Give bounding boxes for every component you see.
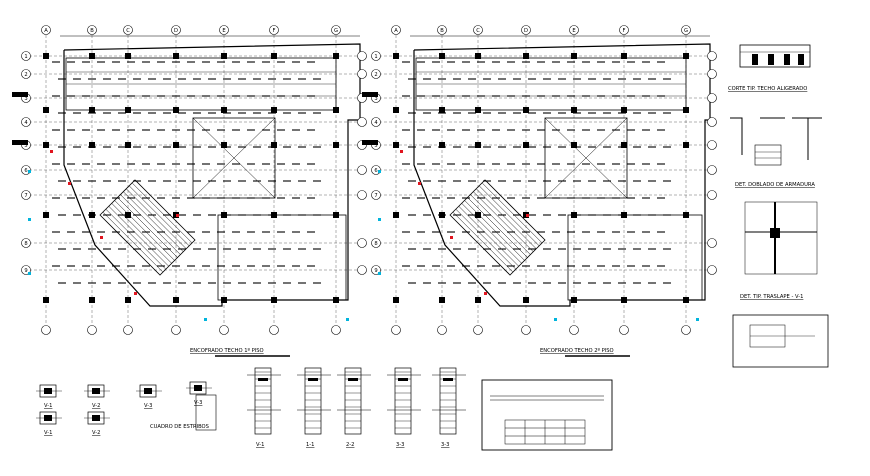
- grid-bubble-left-top-0: [41, 25, 51, 35]
- grid-bubble-right-top-0: [391, 25, 401, 35]
- grid-label-right-side-2: 3: [374, 96, 377, 102]
- grid-bubble-left-top-1: [87, 25, 97, 35]
- grid-label-left-top-0: A: [44, 28, 48, 34]
- grid-label-left-side-1: 2: [24, 72, 27, 78]
- stirrups-caption: CUADRO DE ESTRIBOS: [150, 424, 209, 430]
- grid-label-right-side-7: 8: [374, 241, 377, 247]
- grid-label-left-side-7: 8: [24, 241, 27, 247]
- grid-label-left-top-6: G: [334, 28, 338, 34]
- column-elevations: V-1 1-1 2-2 3-3 3-3: [247, 367, 466, 448]
- grid-bubble-left-side-7: [21, 238, 31, 248]
- detail-rebar-caption: DET. DOBLADO DE ARMADURA: [735, 182, 815, 188]
- void-x-left: [192, 117, 276, 199]
- grid-label-right-side-6: 7: [374, 193, 377, 199]
- grid-bubble-left-top-4: [219, 25, 229, 35]
- grid-label-right-side-5: 6: [374, 168, 377, 174]
- grid-label-right-side-4: 5: [374, 143, 377, 149]
- schedule-table: [481, 379, 613, 451]
- section-label-2: V-3: [144, 403, 152, 409]
- grid-bubble-right-side-7: [371, 238, 381, 248]
- void-x-right: [544, 117, 628, 199]
- grid-bubble-left-top-2: [123, 25, 133, 35]
- grid-bubble-right-side-6: [371, 190, 381, 200]
- plan-left-caption: ENCOFRADO TECHO 1º PISO: [190, 348, 264, 354]
- grid-bubble-right-top-5: [619, 25, 629, 35]
- plan-right-caption: ENCOFRADO TECHO 2º PISO: [540, 348, 614, 354]
- section-label-0: V-1: [44, 403, 52, 409]
- grid-label-left-top-3: D: [174, 28, 178, 34]
- detail-rebar-bending: DET. DOBLADO DE ARMADURA: [730, 117, 822, 188]
- grid-label-left-side-4: 5: [24, 143, 27, 149]
- section-label-5: V-3: [194, 400, 202, 406]
- grid-label-right-top-0: A: [394, 28, 398, 34]
- stair-left: [99, 179, 196, 276]
- grid-label-left-side-8: 9: [24, 268, 27, 274]
- detail-typical-slab: CORTE TIP. TECHO ALIGERADO: [728, 44, 811, 92]
- grid-bubble-right-top-3: [521, 25, 531, 35]
- grid-label-right-top-2: C: [476, 28, 480, 34]
- elevation-label-3: 3-3: [396, 442, 404, 448]
- grid-bubble-right-top-2: [473, 25, 483, 35]
- grid-label-right-top-3: D: [524, 28, 528, 34]
- structural-grid-left: A B C D E F G 1 2 3 4 5 6 7 8 9: [12, 25, 367, 335]
- grid-label-right-side-1: 2: [374, 72, 377, 78]
- detail-beam-splice: DET. TIP. TRASLAPE - V-1: [740, 201, 818, 300]
- grid-bubble-left-top-5: [269, 25, 279, 35]
- detail-typical-caption: CORTE TIP. TECHO ALIGERADO: [728, 86, 807, 92]
- grid-label-left-top-2: C: [126, 28, 130, 34]
- grid-label-left-side-6: 7: [24, 193, 27, 199]
- slab-band-top: [65, 57, 337, 111]
- elevation-label-2: 2-2: [346, 442, 354, 448]
- grid-label-right-top-6: G: [684, 28, 688, 34]
- grid-label-right-side-3: 4: [374, 120, 378, 126]
- elevation-label-0: V-1: [256, 442, 264, 448]
- grid-bubble-left-side-3: [21, 117, 31, 127]
- stair-right: [449, 179, 546, 276]
- grid-label-left-side-5: 6: [24, 168, 27, 174]
- grid-bubble-left-top-3: [171, 25, 181, 35]
- section-label-3: V-1: [44, 430, 52, 436]
- grid-bubble-left-top-6: [331, 25, 341, 35]
- section-label-1: V-2: [92, 403, 100, 409]
- section-label-4: V-2: [92, 430, 100, 436]
- elevation-label-1: 1-1: [306, 442, 314, 448]
- grid-bubble-right-top-6: [681, 25, 691, 35]
- grid-bubble-left-side-0: [21, 51, 31, 61]
- grid-label-right-side-8: 9: [374, 268, 377, 274]
- floor-plan-right: A B C D E F G 1 2 3 4 5 6 7 8 9: [362, 25, 717, 335]
- grid-bubble-right-top-1: [437, 25, 447, 35]
- grid-label-right-side-0: 1: [374, 54, 377, 60]
- grid-label-left-top-4: E: [222, 28, 225, 34]
- grid-bubble-right-side-3: [371, 117, 381, 127]
- legend-box: [732, 314, 829, 368]
- grid-label-right-top-5: F: [623, 28, 626, 34]
- grid-label-right-top-4: E: [572, 28, 575, 34]
- grid-bubble-right-side-1: [371, 69, 381, 79]
- grid-bubble-left-side-1: [21, 69, 31, 79]
- grid-bubble-right-top-4: [569, 25, 579, 35]
- elevation-label-4: 3-3: [441, 442, 449, 448]
- grid-label-left-top-1: B: [90, 28, 94, 34]
- floor-plan-left: A B C D E F G 1 2 3 4 5 6 7 8 9: [12, 25, 367, 335]
- grid-label-right-top-1: B: [440, 28, 444, 34]
- grid-label-left-top-5: F: [273, 28, 276, 34]
- grid-bubble-right-side-0: [371, 51, 381, 61]
- detail-beam-caption: DET. TIP. TRASLAPE - V-1: [740, 294, 803, 300]
- grid-bubble-left-side-6: [21, 190, 31, 200]
- grid-label-left-side-0: 1: [24, 54, 27, 60]
- grid-label-left-side-2: 3: [24, 96, 27, 102]
- grid-label-left-side-3: 4: [24, 120, 28, 126]
